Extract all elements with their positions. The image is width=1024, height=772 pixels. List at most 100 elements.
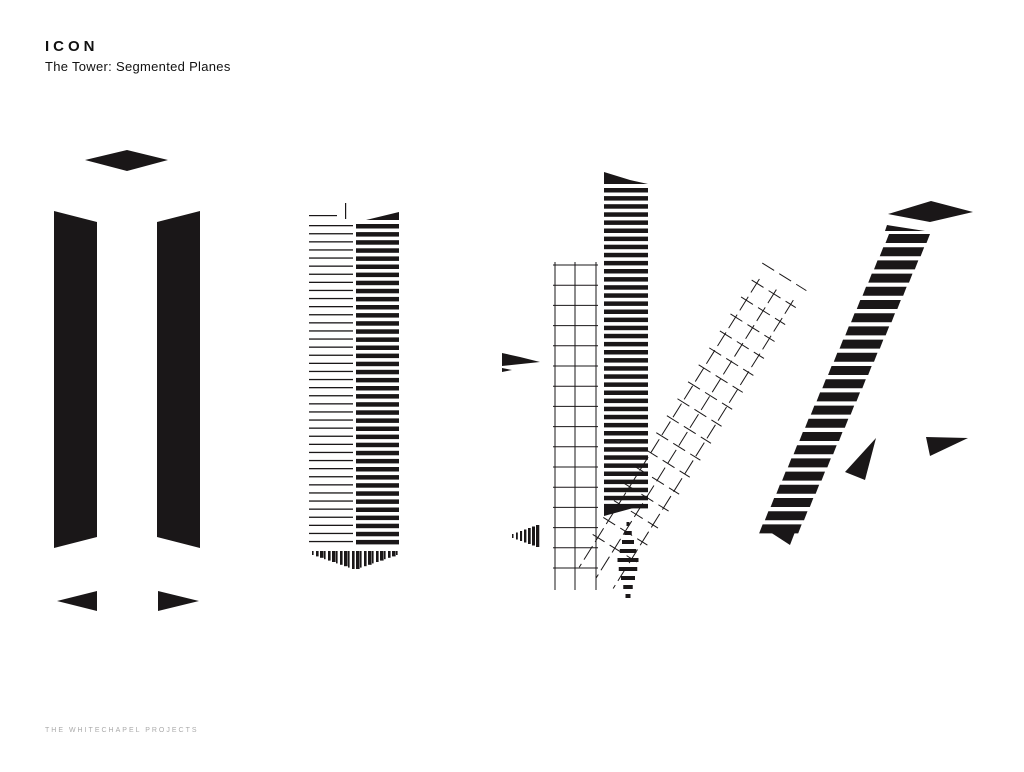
thin-stripe [309, 378, 353, 381]
base-stripe [312, 551, 314, 555]
grid-line [751, 279, 797, 309]
band-stripe [856, 300, 901, 309]
grid-line [624, 483, 669, 512]
base-stripe [388, 551, 391, 558]
left-fan-stripe [528, 528, 531, 544]
thin-stripe [309, 322, 353, 324]
lens-stripe [619, 549, 637, 553]
grid-line [677, 398, 722, 427]
base-stripe [324, 551, 326, 560]
thin-stripe [309, 370, 353, 373]
thick-stripe [356, 515, 399, 521]
thick-stripe [356, 483, 399, 488]
thick-stripe [356, 426, 399, 431]
thick-stripe [356, 523, 399, 529]
thin-stripe [309, 314, 353, 316]
thin-stripe [309, 281, 353, 283]
band-stripe [828, 366, 872, 375]
base-stripe [336, 551, 338, 564]
tower-stripe [604, 487, 648, 493]
grid-line [719, 330, 765, 359]
thin-stripe [309, 233, 353, 235]
right-triangle [926, 437, 968, 456]
cross-grid [578, 262, 807, 589]
thin-stripe [309, 451, 353, 454]
tower-stripe [604, 188, 648, 193]
band-stripe [822, 379, 866, 389]
base-stripe [396, 551, 398, 555]
band-stripe [839, 339, 884, 349]
thick-stripe [356, 337, 399, 342]
thick-stripe [356, 313, 399, 318]
base-stripe [332, 551, 336, 562]
left-fan-stripe [536, 525, 540, 547]
base-stripe [348, 551, 350, 568]
tower-stripe [604, 358, 648, 363]
band-stripe [810, 405, 855, 415]
band-stripe [776, 484, 820, 494]
top-tick [345, 203, 347, 219]
thin-stripe [309, 411, 353, 413]
grid-line [592, 534, 638, 563]
tower-stripe [604, 350, 648, 355]
thin-stripe [309, 289, 353, 292]
grid-line [656, 432, 701, 461]
grid-line [687, 381, 733, 410]
thin-stripe [309, 492, 353, 494]
band-stripe [764, 511, 808, 521]
thin-stripe [309, 516, 353, 518]
left-fan-stripe [532, 526, 535, 546]
lens-stripe [621, 576, 635, 580]
thick-stripe [356, 369, 399, 375]
tower-stripe [604, 325, 648, 331]
tower-figure-1 [54, 150, 200, 611]
tower-stripe [604, 260, 648, 266]
tower-stripe [604, 366, 648, 371]
thick-stripe [356, 256, 399, 261]
thick-stripe [356, 402, 399, 407]
band-stripe [874, 260, 919, 270]
thick-stripe [356, 434, 399, 440]
thin-stripe [309, 225, 353, 227]
tower-stripe [604, 471, 648, 476]
left-wedge-upper [502, 353, 540, 366]
grid-line [634, 466, 680, 495]
left-wedge-lower [502, 368, 512, 372]
tower-figure-3 [502, 172, 648, 598]
thick-stripe [356, 280, 399, 286]
tower-stripe [604, 244, 648, 250]
thick-stripe [356, 345, 399, 350]
grid-line [698, 364, 744, 393]
thin-stripe [309, 330, 353, 332]
tower-stripe [604, 495, 648, 501]
top-line [309, 215, 337, 217]
tower-stripe [604, 374, 648, 379]
center-triangle [845, 438, 876, 480]
thick-stripe [356, 450, 399, 456]
band-stripe [833, 352, 878, 362]
band-stripe [868, 273, 913, 283]
left-fan-stripe [516, 532, 518, 540]
grid-line [740, 296, 786, 325]
thin-stripe [309, 443, 353, 445]
base-stripe [376, 551, 379, 562]
base-stripe [380, 551, 384, 561]
thick-stripe [356, 232, 399, 237]
thick-stripe [356, 499, 399, 504]
grid-line [612, 299, 794, 589]
grid-line [730, 313, 775, 342]
band-top-wedge [885, 225, 925, 231]
tower-stripe [604, 406, 648, 412]
base-stripe [316, 551, 319, 557]
lens-stripe [622, 540, 634, 544]
lens-stripe [617, 558, 639, 562]
thin-stripe [309, 306, 353, 308]
band-stripe [862, 286, 907, 296]
grid-line [578, 278, 760, 568]
tower-stripe [604, 301, 648, 306]
thin-stripe [309, 387, 353, 389]
band-stripe [799, 432, 843, 441]
thin-stripe [309, 346, 353, 348]
tower-figure-2 [309, 203, 399, 569]
